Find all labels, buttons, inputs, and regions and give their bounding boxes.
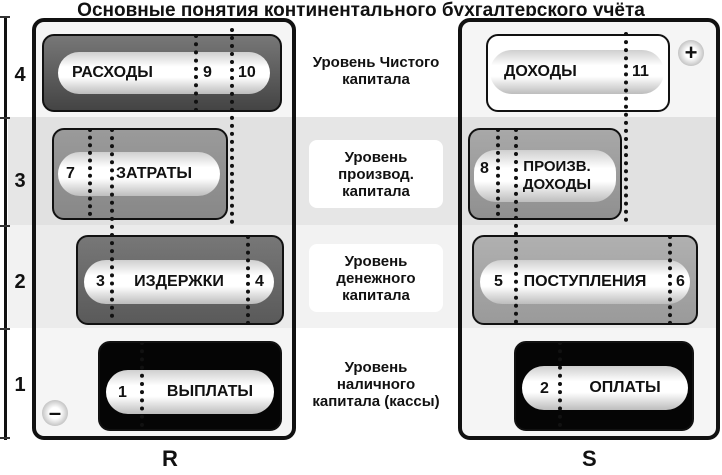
flow-line-6 — [668, 235, 672, 325]
izderzhki-number-3: 3 — [96, 273, 105, 290]
column-label-s: S — [582, 446, 597, 471]
izderzhki-label: ИЗДЕРЖКИ — [134, 273, 224, 290]
flow-line-5 — [514, 128, 518, 324]
postupleniya-number-6: 6 — [676, 273, 685, 290]
proizv-label-line-1: ПРОИЗВ. — [523, 158, 591, 175]
postupleniya-label: ПОСТУПЛЕНИЯ — [523, 273, 647, 290]
rashody-pill: РАСХОДЫ — [58, 52, 270, 94]
middle-label-level-4: Уровень Чистого капитала — [309, 38, 443, 104]
axis-tick — [0, 16, 10, 18]
middle-label-level-3: Уровень производ. капитала — [309, 140, 443, 208]
flow-line-2 — [558, 341, 562, 427]
rashody-number-10: 10 — [238, 64, 256, 81]
zatraty-number-7: 7 — [66, 165, 75, 182]
middle-label-level-2: Уровень денежного капитала — [309, 244, 443, 312]
vyplaty-pill: ВЫПЛАТЫ — [106, 370, 274, 414]
level-label-3: 3 — [14, 170, 26, 192]
proizv-label-line-2: ДОХОДЫ — [522, 176, 592, 193]
middle-label-level-1: Уровень наличного капитала (кассы) — [309, 340, 443, 428]
vyplaty-label: ВЫПЛАТЫ — [166, 383, 254, 400]
flow-line-1 — [140, 341, 144, 427]
level-axis — [4, 16, 7, 440]
flow-line-11 — [624, 32, 628, 222]
rashody-number-9: 9 — [203, 64, 212, 81]
plus-icon: + — [678, 40, 704, 66]
flow-line-7 — [88, 128, 92, 216]
izderzhki-pill: ИЗДЕРЖКИ — [84, 260, 274, 304]
postupleniya-pill: ПОСТУПЛЕНИЯ — [480, 260, 690, 304]
zatraty-label: ЗАТРАТЫ — [115, 165, 192, 182]
dohody-label: ДОХОДЫ — [504, 63, 577, 80]
axis-tick — [0, 117, 10, 119]
minus-icon: – — [42, 400, 68, 426]
postupleniya-number-5: 5 — [494, 273, 503, 290]
column-label-r: R — [162, 446, 178, 471]
axis-tick — [0, 437, 10, 439]
dohody-pill: ДОХОДЫ — [490, 50, 664, 94]
axis-tick — [0, 328, 10, 330]
proizv-number-8: 8 — [480, 160, 489, 177]
flow-line-8 — [496, 128, 500, 216]
oplaty-number-2: 2 — [540, 380, 549, 397]
flow-line-4 — [246, 235, 250, 325]
level-label-4: 4 — [14, 64, 26, 86]
zatraty-pill: ЗАТРАТЫ — [58, 152, 220, 196]
level-label-1: 1 — [14, 374, 26, 396]
oplaty-label: ОПЛАТЫ — [589, 379, 661, 396]
axis-tick — [0, 225, 10, 227]
dohody-number-11: 11 — [632, 63, 649, 80]
izderzhki-number-4: 4 — [255, 273, 264, 290]
oplaty-pill: ОПЛАТЫ — [522, 366, 688, 410]
flow-line-3 — [110, 128, 114, 318]
level-label-2: 2 — [14, 271, 26, 293]
vyplaty-number-1: 1 — [118, 384, 127, 401]
diagram-title: Основные понятия континентального бухгал… — [77, 0, 645, 21]
rashody-label: РАСХОДЫ — [72, 64, 153, 81]
flow-line-10 — [230, 28, 234, 224]
flow-line-9 — [194, 34, 198, 112]
